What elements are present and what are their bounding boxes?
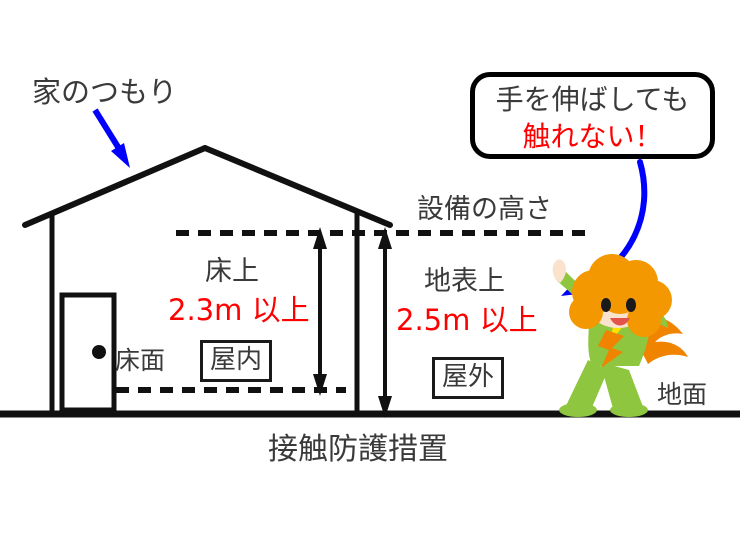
- equipment-height-label: 設備の高さ: [417, 194, 552, 225]
- house-door: [59, 292, 117, 413]
- outdoor-clearance-value: 2.5m 以上: [396, 303, 538, 337]
- character-shoe-right: [610, 403, 648, 417]
- character-mouth: [610, 318, 630, 326]
- door-knob-icon: [92, 345, 106, 359]
- character-belt-accent: [598, 330, 624, 368]
- character-leg-back: [600, 362, 645, 412]
- outdoor-tag: 屋外: [432, 357, 505, 399]
- roof-left-slope: [22, 145, 208, 228]
- roof-right-slope: [202, 145, 393, 228]
- character-eye-left: [601, 298, 611, 312]
- callout-line-1: 手を伸ばしても: [495, 83, 690, 116]
- floor-surface-label: 床面: [115, 346, 166, 375]
- outdoor-reference-label: 地表上: [424, 266, 505, 297]
- house-shape: [22, 145, 393, 412]
- character-leg-front: [563, 360, 608, 412]
- ground-label: 地面: [657, 380, 708, 409]
- character-illustration: [552, 254, 688, 417]
- indoor-tag: 屋内: [200, 340, 273, 382]
- callout-line-2: 触れない！: [522, 120, 663, 153]
- character-shoe-left: [559, 403, 597, 417]
- callout-bubble: 手を伸ばしても 触れない！: [470, 72, 715, 159]
- house-note-label: 家のつもり: [32, 75, 178, 109]
- outdoor-dimension-arrow: [378, 227, 392, 418]
- door-panel: [59, 292, 117, 413]
- indoor-dimension-arrow: [313, 227, 327, 396]
- indoor-reference-label: 床上: [205, 256, 259, 287]
- diagram-caption: 接触防護措置: [268, 432, 448, 467]
- indoor-clearance-value: 2.3m 以上: [168, 293, 310, 327]
- character-bangs: [592, 283, 647, 299]
- character-eye-right: [626, 298, 636, 312]
- character-hand: [552, 259, 566, 283]
- house-note-arrow-icon: [92, 108, 130, 168]
